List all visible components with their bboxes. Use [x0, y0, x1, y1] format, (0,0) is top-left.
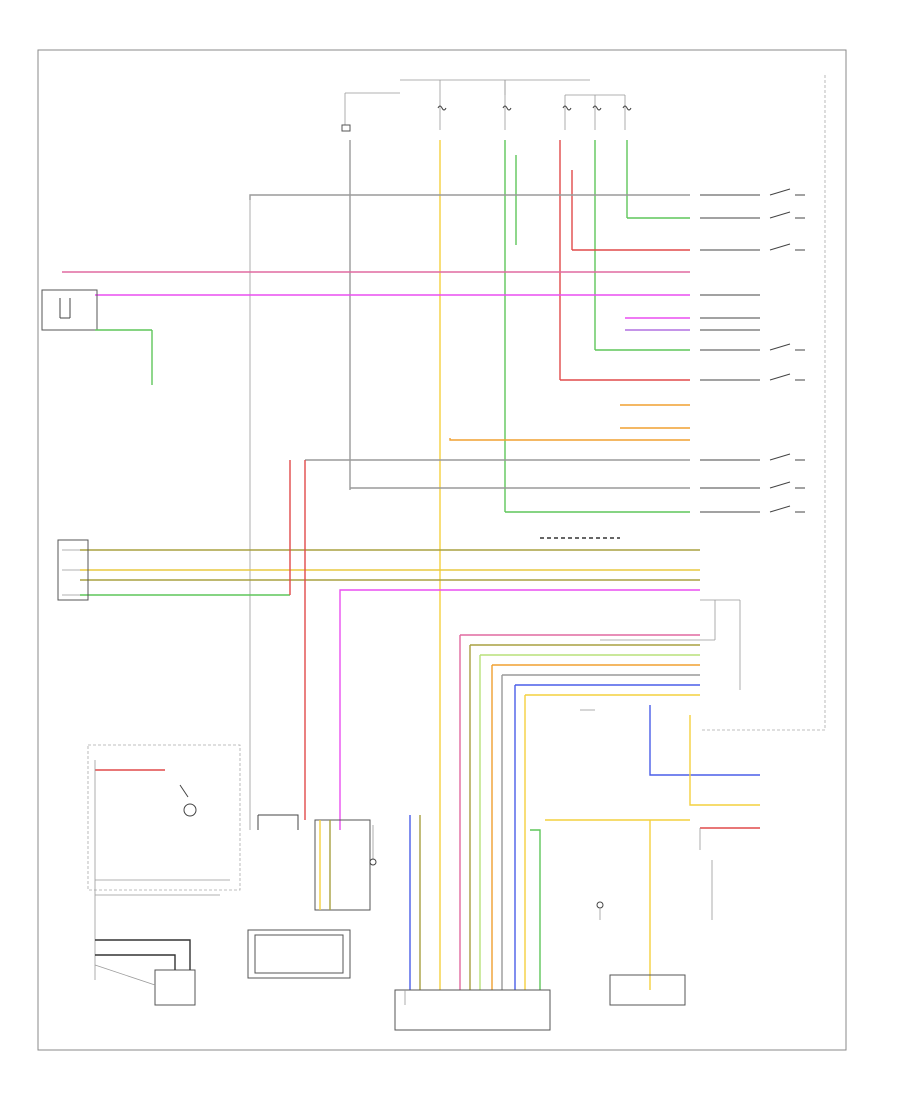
- module-small-connector: [314, 819, 371, 911]
- fuse-block-top: [341, 79, 632, 132]
- wire-gray-top: [249, 194, 690, 200]
- wire-orange-3: [449, 438, 690, 441]
- right-dashed-border: [700, 75, 826, 731]
- right-switches: [600, 188, 805, 690]
- module-bottom-left: [87, 744, 241, 891]
- switch-block-bottom-left: [154, 969, 196, 1006]
- diagram-frame: [37, 49, 847, 1051]
- module-bottom-right: [609, 974, 686, 1006]
- pcm-module: [394, 989, 551, 1031]
- module-thermal-left: [247, 929, 351, 979]
- connector-top-left: [41, 289, 98, 331]
- wire-pink-to-bottom: [339, 589, 700, 830]
- connector-left-mid: [57, 539, 89, 601]
